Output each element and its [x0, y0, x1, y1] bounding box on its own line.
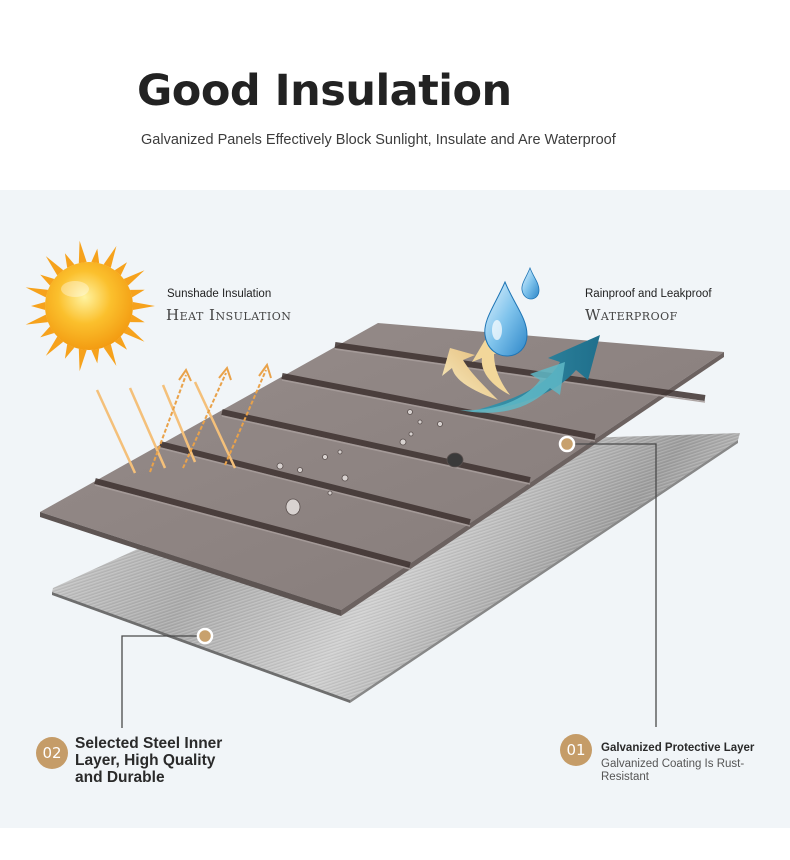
sun-ray — [25, 287, 49, 298]
sun-callout-small: Sunshade Insulation — [167, 288, 272, 300]
sun-ray — [129, 289, 145, 298]
rain-callout-big: Waterproof — [585, 306, 678, 324]
sun-callout-big: Heat Insulation — [166, 306, 292, 324]
feature-02-badge: 02 — [36, 737, 68, 769]
sun-ray — [45, 336, 64, 356]
sun-ray — [78, 348, 87, 372]
sun-ray — [123, 270, 145, 286]
sun-ray — [45, 256, 64, 276]
heat-rays — [95, 381, 237, 474]
sun-ray — [91, 348, 100, 364]
marker-dots — [196, 435, 576, 645]
sun-ray — [64, 344, 75, 359]
sun-ray — [64, 253, 75, 268]
sun-ray — [103, 344, 117, 366]
sun-ray — [103, 246, 117, 268]
sun-ray — [123, 326, 145, 342]
water-drop-icon — [484, 266, 540, 357]
sun-ray — [31, 302, 46, 310]
water-droplets — [276, 409, 464, 516]
reflected-ray-arrows-icon — [149, 362, 272, 473]
sun-ray — [78, 240, 87, 264]
leader-lines — [121, 443, 657, 728]
page-subtitle: Galvanized Panels Effectively Block Sunl… — [141, 132, 616, 148]
sun-ray — [114, 336, 127, 350]
feature-01-desc: Galvanized Coating Is Rust-Resistant — [601, 758, 745, 783]
sun-ray — [40, 274, 55, 286]
sun-ray — [129, 314, 145, 323]
sun-ray — [132, 302, 155, 310]
sun-icon — [25, 240, 155, 372]
airflow-arrows-icon — [442, 335, 600, 413]
feature-01-badge: 01 — [560, 734, 592, 766]
coated-top-layer — [40, 323, 724, 616]
sun-ray — [91, 248, 100, 264]
feature-02-title: Selected Steel Inner Layer, High Quality… — [75, 735, 223, 786]
sun-ray — [40, 326, 55, 338]
feature-01-title: Galvanized Protective Layer — [601, 742, 755, 754]
sun-ray — [25, 314, 49, 325]
panel-illustration — [25, 240, 740, 728]
page-title: Good Insulation — [137, 66, 512, 116]
sun-ray — [114, 262, 127, 276]
rain-callout-small: Rainproof and Leakproof — [585, 288, 712, 300]
